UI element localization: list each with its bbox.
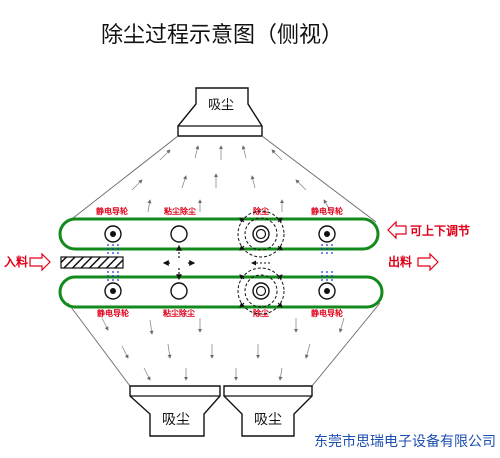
lower-airflow-arrows [101, 317, 345, 381]
company-name: 东莞市思瑞电子设备有限公司 [314, 433, 496, 450]
brush-swirl-upper [237, 210, 285, 258]
roller-label: 静电导轮 [97, 308, 129, 318]
sticky-roller [170, 225, 188, 243]
lower-rollers [104, 282, 336, 300]
output-arrow-icon [417, 252, 439, 272]
static-roller-core [324, 288, 330, 294]
bottom-right-suction-hood: 吸尘 [223, 385, 313, 437]
brush-swirl-lower [237, 267, 285, 315]
page-title: 除尘过程示意图（侧视） [101, 23, 343, 48]
bottom-right-hood-label: 吸尘 [254, 412, 282, 428]
adjust-indicator: 可上下调节 [387, 220, 470, 240]
material-sheet [60, 256, 124, 269]
output-label: 出料 [388, 254, 412, 269]
sticky-roller [170, 282, 188, 300]
bottom-left-hood-label: 吸尘 [162, 412, 190, 428]
input-label: 入料 [4, 254, 28, 269]
housing-outline [67, 135, 381, 387]
brush-roller-core [255, 285, 267, 297]
static-roller-core [110, 288, 116, 294]
bottom-left-suction-hood: 吸尘 [129, 385, 221, 437]
output-indicator: 出料 [388, 252, 439, 272]
static-roller-core [324, 231, 330, 237]
top-hood-label: 吸尘 [208, 98, 234, 113]
roller-label: 粘尘除尘 [163, 206, 196, 216]
upper-rollers [104, 225, 336, 243]
top-suction-hood: 吸尘 [177, 87, 263, 137]
static-discharge-marks [107, 244, 333, 281]
brush-roller-core [255, 228, 267, 240]
lower-roller-labels: 静电导轮 粘尘除尘 除尘 静电导轮 [97, 308, 343, 318]
roller-label: 静电导轮 [311, 308, 343, 318]
roller-label: 粘尘除尘 [162, 308, 195, 318]
lower-belt [58, 275, 384, 309]
adjust-label: 可上下调节 [410, 223, 470, 238]
upper-belt [58, 217, 380, 251]
input-indicator: 入料 [4, 252, 51, 272]
static-roller-core [110, 231, 116, 237]
roller-label: 静电导轮 [311, 206, 343, 216]
upper-roller-labels: 静电导轮 粘尘除尘 除尘 静电导轮 [96, 206, 343, 216]
sticky-gap-arrows [162, 244, 196, 281]
input-arrow-icon [29, 252, 51, 272]
upper-airflow-arrows [131, 145, 331, 213]
roller-label: 静电导轮 [96, 206, 128, 216]
roller-label: 除尘 [253, 308, 269, 318]
adjust-arrow-icon [387, 220, 407, 240]
